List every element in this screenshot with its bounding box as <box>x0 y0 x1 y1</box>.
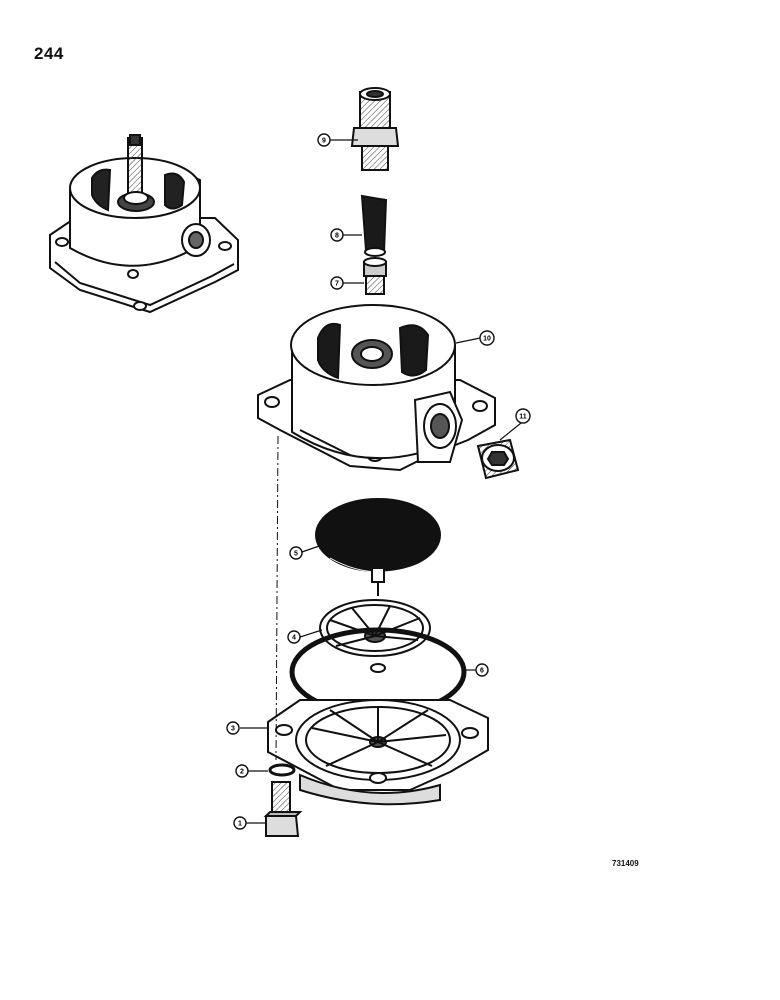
callout-8: 8 <box>330 228 344 242</box>
callout-7-label: 7 <box>335 281 339 288</box>
callout-9-label: 9 <box>322 138 326 145</box>
part-9-fitting <box>350 87 400 171</box>
part-11-plug <box>476 438 520 480</box>
callout-6: 6 <box>475 663 489 677</box>
callout-2-label: 2 <box>240 769 244 776</box>
callout-1: 1 <box>233 816 247 830</box>
callout-7: 7 <box>330 276 344 290</box>
callout-5: 5 <box>289 546 303 560</box>
figure-code: 731409 <box>612 859 639 868</box>
part-8-screen <box>360 194 388 257</box>
callout-3-label: 3 <box>231 726 235 733</box>
callout-6-label: 6 <box>480 668 484 675</box>
alignment-line <box>275 435 279 761</box>
callout-3: 3 <box>226 721 240 735</box>
part-7-insert <box>363 257 387 295</box>
callout-9: 9 <box>317 133 331 147</box>
callout-8-label: 8 <box>335 233 339 240</box>
callout-4-label: 4 <box>292 635 296 642</box>
part-2-washer <box>268 763 296 777</box>
part-5-diaphragm <box>315 498 441 596</box>
callout-5-label: 5 <box>294 551 298 558</box>
part-3-cover <box>267 663 489 806</box>
callout-leaders <box>240 139 522 824</box>
callout-2: 2 <box>235 764 249 778</box>
callout-11-label: 11 <box>519 414 527 421</box>
callout-10-label: 10 <box>483 336 491 343</box>
callout-4: 4 <box>287 630 301 644</box>
callout-1-label: 1 <box>238 821 242 828</box>
callout-10: 10 <box>479 330 495 346</box>
callout-11: 11 <box>515 408 531 424</box>
part-10-valve-body <box>257 304 496 472</box>
part-1-bolt <box>263 781 303 837</box>
assembled-valve-illustration <box>49 134 239 314</box>
page-number: 244 <box>34 44 64 63</box>
